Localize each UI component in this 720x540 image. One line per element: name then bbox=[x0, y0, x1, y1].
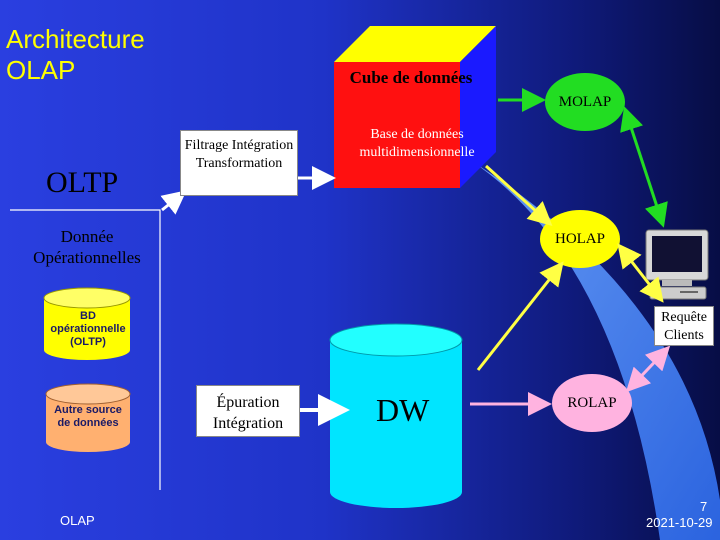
computer-icon bbox=[645, 229, 709, 300]
holap-label: HOLAP bbox=[554, 231, 605, 247]
db-other-label: Autre source de données bbox=[54, 404, 122, 429]
arrow-molap-client bbox=[620, 106, 668, 228]
arrow-cube-to-holap bbox=[484, 164, 553, 227]
arrow-dw-to-holap bbox=[476, 261, 564, 371]
slide-title: Architecture OLAP bbox=[6, 24, 145, 85]
footer-left: OLAP bbox=[60, 513, 95, 528]
rolap-node bbox=[552, 374, 632, 432]
db-oltp-cylinder bbox=[43, 287, 131, 360]
decorative-swoosh bbox=[470, 160, 720, 540]
arrow-rolap-client bbox=[625, 345, 671, 393]
molap-label: MOLAP bbox=[558, 94, 612, 110]
source-frame bbox=[10, 209, 161, 490]
epuration-box: Épuration Intégration bbox=[196, 385, 300, 437]
slide-date: 2021-10-29 bbox=[646, 515, 713, 530]
arrow-holap-client bbox=[617, 243, 664, 303]
oltp-label: OLTP bbox=[46, 166, 119, 199]
data-cube bbox=[334, 26, 496, 188]
rolap-label: ROLAP bbox=[567, 395, 617, 411]
page-number: 7 bbox=[700, 499, 708, 514]
filtrage-box: Filtrage Intégration Transformation bbox=[180, 130, 298, 196]
cube-subtitle: Base de données multidimensionnelle bbox=[359, 127, 475, 160]
operational-data-label: Donnée Opérationnelles bbox=[33, 227, 141, 267]
requete-clients-box: Requête Clients bbox=[654, 306, 714, 346]
db-oltp-label: BD opérationnelle (OLTP) bbox=[50, 310, 126, 348]
dw-label: DW bbox=[376, 392, 430, 428]
cube-label: Cube de données bbox=[349, 68, 473, 87]
db-other-cylinder bbox=[45, 383, 131, 452]
molap-node bbox=[545, 73, 625, 131]
arrow-oltp-to-filtrage bbox=[160, 190, 187, 215]
holap-node bbox=[540, 210, 620, 268]
dw-cylinder bbox=[329, 323, 463, 508]
